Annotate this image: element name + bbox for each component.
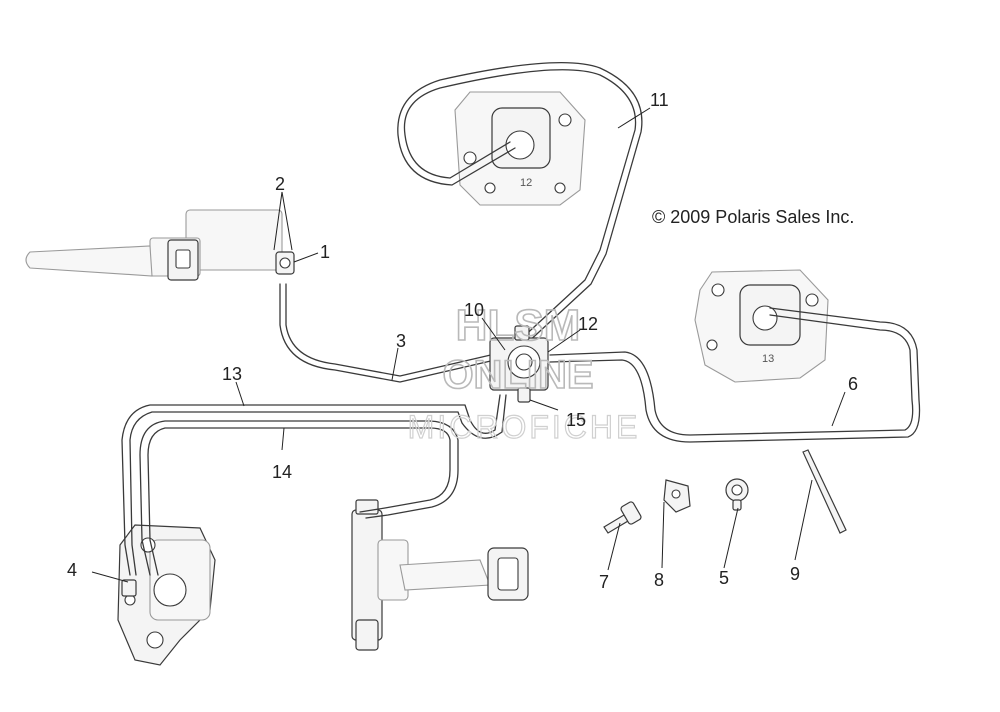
callout-8: 8 [654, 570, 664, 590]
watermark: HLSM ONLINE MICROFICHE [407, 300, 641, 445]
callouts: 1 2 3 4 5 6 7 8 9 10 11 12 13 14 15 [67, 90, 858, 592]
upper-caliper-mark: 12 [520, 177, 532, 189]
callout-12: 12 [578, 314, 598, 334]
rear-master-cylinder [351, 499, 529, 651]
watermark-line1: HLSM [456, 301, 581, 350]
callout-14: 14 [272, 462, 292, 482]
callout-4: 4 [67, 560, 77, 580]
watermark-line3: MICROFICHE [408, 409, 641, 445]
callout-3: 3 [396, 331, 406, 351]
callout-15: 15 [566, 410, 586, 430]
callout-10: 10 [464, 300, 484, 320]
callout-11: 11 [650, 90, 669, 110]
right-caliper: 13 [694, 269, 829, 383]
upper-caliper: 12 [454, 91, 586, 206]
callout-13: 13 [222, 364, 242, 384]
watermark-line2: ONLINE [442, 353, 593, 397]
callout-1: 1 [320, 242, 330, 262]
leader-lines [91, 107, 846, 583]
hardware [603, 449, 847, 534]
callout-9: 9 [790, 564, 800, 584]
callout-5: 5 [719, 568, 729, 588]
callout-2: 2 [275, 174, 285, 194]
part-7-pin [603, 514, 629, 534]
master-cylinder [25, 209, 295, 281]
distribution-block [489, 325, 549, 403]
rear-caliper [117, 524, 216, 666]
copyright-text: © 2009 Polaris Sales Inc. [652, 207, 854, 227]
part-9-rod [802, 449, 847, 534]
callout-7: 7 [599, 572, 609, 592]
callout-6: 6 [848, 374, 858, 394]
right-caliper-mark: 13 [762, 353, 774, 365]
brake-lines [121, 62, 921, 576]
